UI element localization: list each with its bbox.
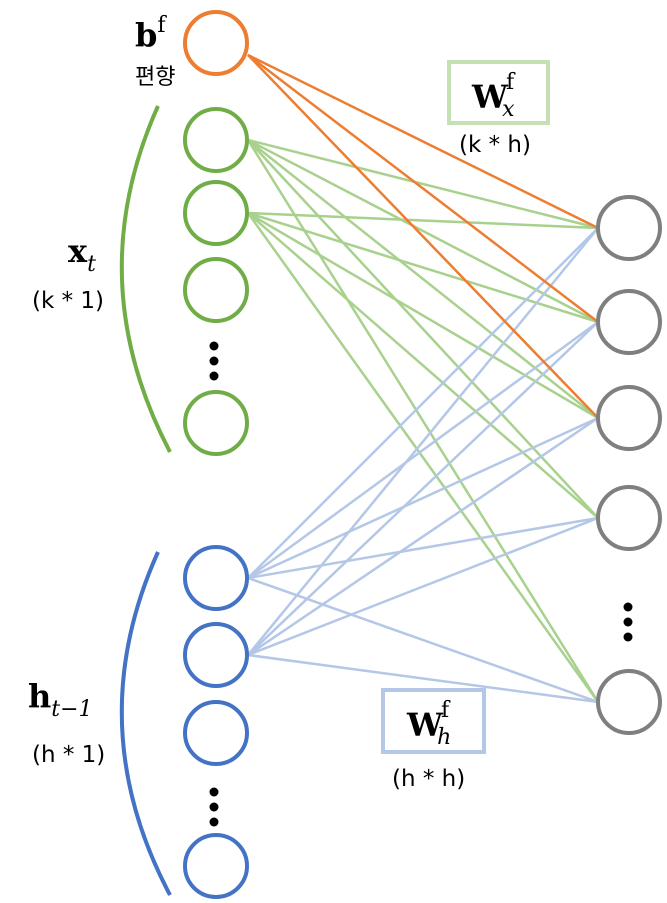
hidden-node: [183, 545, 249, 611]
bias-caption: 편향: [135, 65, 175, 90]
input-node: [183, 257, 249, 323]
wx-box: [447, 60, 550, 125]
wh-dimension: (h * h): [392, 766, 465, 792]
output-node: [596, 485, 662, 551]
output-node: [596, 669, 662, 735]
input-bracket: [119, 105, 172, 453]
input-node: [183, 180, 249, 246]
hidden-node: [183, 700, 249, 766]
output-node: [596, 195, 662, 261]
hidden-node: [183, 622, 249, 688]
output-node: [596, 289, 662, 355]
bias-node: [183, 10, 249, 76]
x-dimension: (k * 1): [32, 288, 104, 314]
x-label: xt: [68, 232, 96, 277]
bias-connections: [247, 53, 599, 419]
hidden-ellipsis: [209, 787, 219, 827]
h-label: ht−1: [28, 677, 93, 722]
output-node: [596, 385, 662, 451]
output-ellipsis: [623, 602, 633, 642]
h-dimension: (h * 1): [32, 742, 105, 768]
input-connections: [246, 138, 600, 703]
input-nodes: [183, 107, 249, 456]
wh-box: [381, 688, 486, 754]
bias-label: bf: [135, 13, 167, 54]
hidden-nodes: [183, 545, 249, 899]
wx-dimension: (k * h): [459, 132, 531, 158]
hidden-bracket: [119, 551, 172, 896]
output-nodes: [596, 195, 662, 735]
input-node: [183, 107, 249, 173]
hidden-node: [183, 833, 249, 899]
hidden-connections: [247, 227, 599, 704]
input-node: [183, 390, 249, 456]
input-ellipsis: [209, 341, 219, 381]
